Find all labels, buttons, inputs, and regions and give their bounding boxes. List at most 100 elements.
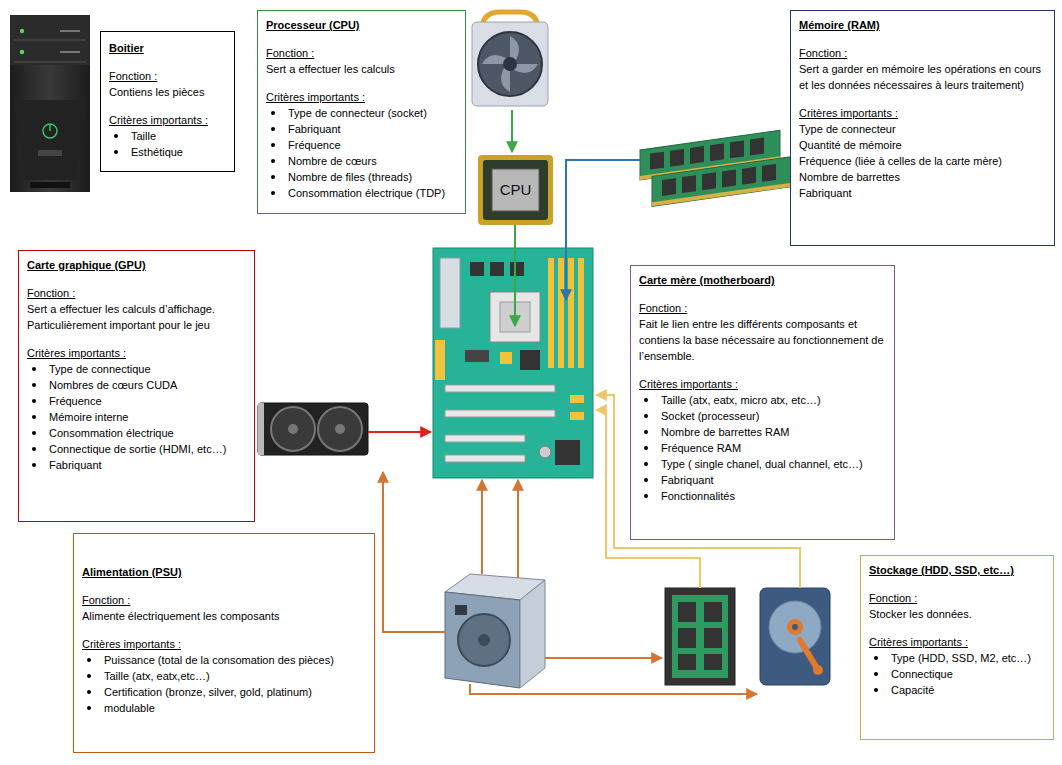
case-illustration-part (14, 100, 86, 180)
motherboard-illustration-part (520, 350, 540, 370)
criteria-item: Fabriquant (27, 457, 246, 473)
psu-illustration-part (458, 614, 510, 666)
connection-arrows-part (383, 472, 445, 632)
ram-illustration (640, 129, 792, 208)
hdd-illustration-part (792, 624, 798, 630)
motherboard-illustration (433, 248, 593, 478)
section-label: Fonction : (799, 45, 1046, 61)
hdd-illustration-part (769, 601, 821, 653)
cooler-illustration-part (482, 36, 538, 92)
case-illustration-part (60, 30, 80, 32)
hdd-illustration-part (813, 665, 823, 675)
description-text: Nombre de barrettes (799, 169, 1046, 185)
criteria-item: Fonctionnalités (639, 488, 886, 504)
cooler-illustration-part (503, 57, 517, 71)
component-box: Alimentation (PSU) Fonction :Alimente éle… (73, 533, 375, 753)
motherboard-illustration-part (445, 435, 525, 442)
ssd-illustration-part (704, 628, 722, 648)
section-label: Critères importants : (266, 89, 457, 105)
cooler-illustration (472, 12, 548, 106)
case-illustration-part (10, 15, 90, 192)
ram-illustration-part (652, 183, 792, 207)
description-text: Alimente électriquement les composants (82, 608, 366, 624)
description-text: Fait le lien entre les différents compos… (639, 316, 886, 364)
motherboard-illustration-part (548, 258, 554, 368)
case-illustration (10, 15, 90, 192)
ram-illustration-part (650, 152, 664, 170)
motherboard-illustration-part (578, 258, 584, 368)
description-text: Fréquence (liée à celles de la carte mèr… (799, 153, 1046, 169)
component-box: Mémoire (RAM) Fonction :Sert a garder en … (790, 10, 1055, 246)
case-illustration-part (10, 15, 90, 65)
criteria-item: Consommation électrique (27, 425, 246, 441)
criteria-item: Fréquence (27, 393, 246, 409)
ram-illustration-part (670, 149, 684, 167)
ssd-illustration (665, 588, 735, 685)
box-heading: Mémoire (RAM) (799, 17, 1046, 33)
ssd-illustration-part (678, 602, 696, 622)
description-text: Contiens les pièces (109, 84, 226, 100)
motherboard-illustration-part (445, 455, 525, 462)
motherboard-illustration-part (433, 248, 593, 478)
ssd-illustration-part (678, 654, 696, 670)
connection-arrows-part (511, 110, 513, 152)
box-heading: Stockage (HDD, SSD, etc…) (869, 562, 1045, 578)
section-label: Critères importants : (799, 105, 1046, 121)
ram-illustration-part (742, 167, 756, 185)
cooler-illustration-part (472, 22, 548, 106)
component-box: BoitierFonction :Contiens les piècesCrit… (100, 31, 235, 172)
section-label: Critères importants : (82, 636, 366, 652)
section-label: Fonction : (82, 592, 366, 608)
ram-illustration-part (750, 138, 764, 156)
criteria-item: Esthétique (109, 144, 226, 160)
criteria-item: Type (HDD, SSD, M2, etc…) (869, 650, 1045, 666)
criteria-item: Nombre de files (threads) (266, 169, 457, 185)
connection-arrows-part (481, 480, 483, 574)
box-heading: Alimentation (PSU) (82, 564, 366, 580)
case-illustration-part (14, 62, 86, 63)
description-text: Stocker les données. (869, 606, 1045, 622)
psu-illustration-part (445, 592, 520, 688)
gpu-illustration-part (288, 424, 298, 434)
connection-arrows-part (566, 160, 640, 300)
psu-illustration (445, 574, 545, 688)
ram-illustration-part (652, 157, 792, 207)
motherboard-illustration-part (465, 350, 489, 362)
motherboard-illustration-part (510, 262, 524, 276)
gpu-illustration-part (318, 407, 362, 451)
ram-illustration-part (690, 146, 704, 164)
criteria-item: Capacité (869, 682, 1045, 698)
case-illustration-part (14, 40, 86, 41)
motherboard-illustration-part (558, 258, 564, 368)
component-box: Stockage (HDD, SSD, etc…) Fonction :Stock… (860, 555, 1054, 740)
cpu-chip-drawing-part (478, 155, 553, 225)
ssd-illustration-part (678, 628, 696, 648)
hdd-illustration-part (787, 619, 803, 635)
section-label: Critères importants : (869, 634, 1045, 650)
case-illustration-part (43, 124, 57, 138)
case-illustration-part (20, 50, 24, 54)
ram-illustration-part (710, 143, 724, 161)
criteria-item: Fréquence RAM (639, 440, 886, 456)
motherboard-illustration-part (435, 340, 445, 380)
box-heading: Processeur (CPU) (266, 17, 457, 33)
criteria-item: Fréquence (266, 137, 457, 153)
criteria-item: Nombres de cœurs CUDA (27, 377, 246, 393)
criteria-item: Type de connectique (27, 361, 246, 377)
psu-illustration-part (478, 634, 490, 646)
description-text: Sert a garder en mémoire les opérations … (799, 61, 1046, 93)
criteria-item: Taille (atx, eatx, micro atx, etc…) (639, 392, 886, 408)
motherboard-illustration-part (555, 440, 580, 465)
ssd-illustration-part (704, 602, 722, 622)
motherboard-illustration-part (470, 262, 484, 276)
box-heading: Carte mère (motherboard) (639, 272, 886, 288)
motherboard-illustration-part (490, 262, 504, 276)
gpu-illustration-part (258, 403, 264, 455)
section-label: Fonction : (869, 590, 1045, 606)
criteria-item: Connectique (869, 666, 1045, 682)
ram-illustration-part (730, 140, 744, 158)
motherboard-illustration-part (539, 446, 551, 458)
description-text: Sert a effectuer les calculs (266, 61, 457, 77)
motherboard-illustration-part (568, 258, 574, 368)
gpu-illustration (258, 403, 368, 455)
